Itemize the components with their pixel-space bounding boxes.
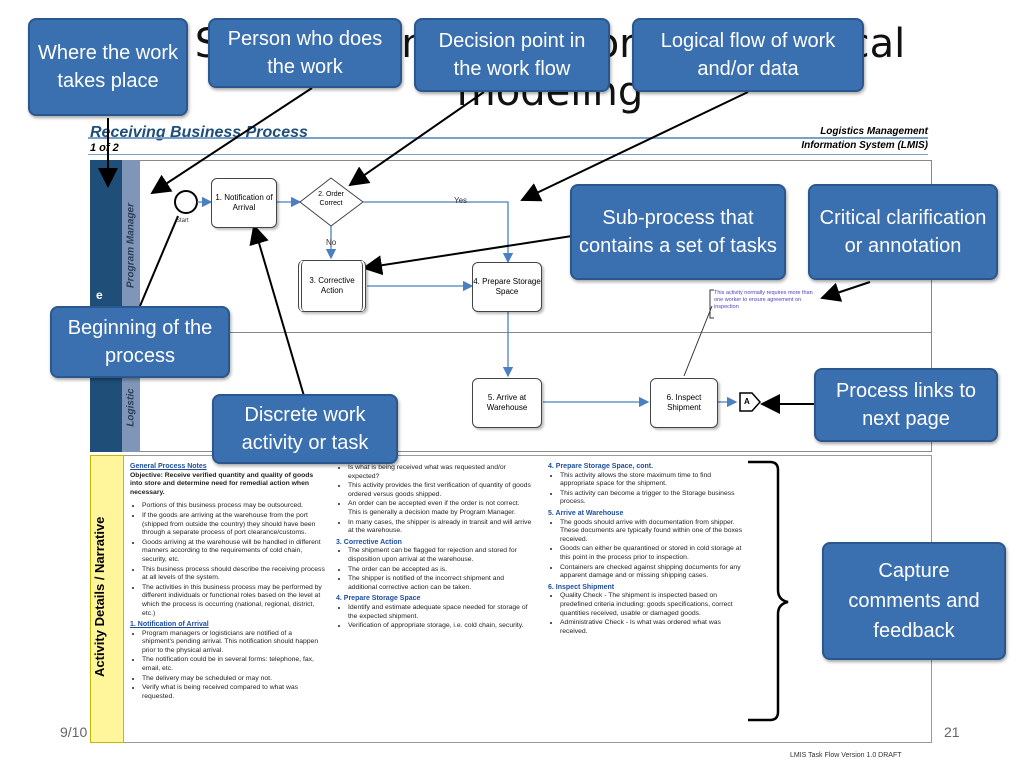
lane-divider [140, 332, 932, 333]
arrow-beginning [139, 215, 179, 307]
list-item: The activities in this business process … [142, 584, 326, 618]
list-item: Identify and estimate adequate space nee… [348, 604, 534, 621]
list-item: The order can be accepted as is. [348, 566, 534, 575]
arrow-subprocess [362, 235, 573, 276]
lane-pm-band: Program Manager [122, 160, 140, 332]
header-rule-bottom [88, 154, 928, 155]
list-item: Program managers or logisticians are not… [142, 630, 326, 656]
callout-where-work-takes-place: Where the work takes place [28, 18, 188, 116]
callout-process-links: Process links to next page [814, 368, 998, 442]
section-heading: 5. Arrive at Warehouse [548, 509, 624, 517]
general-notes-heading: General Process Notes [130, 463, 207, 470]
task-arrive-warehouse: 5. Arrive at Warehouse [472, 378, 542, 428]
capture-brace [748, 460, 789, 722]
start-event-circle [174, 190, 198, 214]
task-inspect-shipment: 6. Inspect Shipment [650, 378, 718, 428]
doc-org-line2: Information System (LMIS) [801, 140, 928, 151]
callout-person: Person who does the work [208, 18, 402, 88]
arrow-logical [520, 91, 749, 202]
doc-page-indicator: 1 of 2 [90, 142, 119, 154]
section-heading: 4. Prepare Storage Space, cont. [548, 463, 654, 470]
offpage-connector [739, 392, 762, 412]
doc-org-line1: Logistics Management [820, 126, 928, 137]
list-item: Is what is being received what was reque… [348, 464, 534, 481]
callout-logical-flow: Logical flow of work and/or data [632, 18, 864, 92]
task-notification: 1. Notification of Arrival [211, 178, 277, 228]
list-item: Verify what is being received compared t… [142, 684, 326, 701]
footer-page-number: 21 [944, 724, 960, 740]
callout-discrete-task: Discrete work activity or task [212, 394, 398, 464]
lane-group-label: e [96, 288, 103, 302]
arrow-discrete [249, 224, 305, 397]
list-item: Goods arriving at the warehouse will be … [142, 539, 326, 565]
task-corrective-action: 3. Corrective Action [298, 260, 366, 312]
flow-yes-label: Yes [454, 196, 468, 205]
arrow-critical [820, 281, 871, 302]
start-label: Start [176, 218, 189, 224]
flow-yes [363, 201, 514, 264]
list-item: Containers are checked against shipping … [560, 564, 744, 581]
objective-text: Objective: Receive verified quantity and… [130, 471, 314, 496]
callout-beginning: Beginning of the process [50, 306, 230, 378]
callout-decision-point: Decision point in the work flow [414, 18, 610, 92]
list-item: The notification could be in several for… [142, 656, 326, 673]
arrow-person [150, 87, 313, 195]
task-prepare-storage: 4. Prepare Storage Space [472, 262, 542, 312]
narrative-band: Activity Details / Narrative [90, 455, 124, 743]
section-heading: 1. Notification of Arrival [130, 621, 209, 629]
list-item: This business process should describe th… [142, 566, 326, 583]
annotation-connector [683, 305, 713, 377]
list-item: The goods should arrive with documentati… [560, 519, 744, 545]
annotation-text: This activity normally requires more tha… [714, 290, 813, 310]
section-heading: 6. Inspect Shipment [548, 583, 615, 591]
annotation-bracket [709, 289, 714, 319]
narrative-col-1: General Process Notes Objective: Receive… [130, 460, 326, 742]
section-heading: 3. Corrective Action [336, 538, 402, 546]
list-item: Administrative Check - Is what was order… [560, 619, 744, 636]
list-item: Portions of this business process may be… [142, 502, 326, 511]
narrative-col-3: 4. Prepare Storage Space, cont. This act… [548, 460, 744, 704]
callout-critical-annotation: Critical clarification or annotation [808, 184, 998, 280]
list-item: The shipment can be flagged for rejectio… [348, 547, 534, 564]
decision-label: 2. Order Correct [318, 191, 344, 207]
list-item: If the goods are arriving at the warehou… [142, 512, 326, 538]
header-rule-top [88, 137, 928, 139]
list-item: Goods can either be quarantined or store… [560, 545, 744, 562]
flow-no-label: No [326, 238, 337, 247]
doc-title: Receiving Business Process [90, 124, 308, 141]
footer-date: 9/10 [60, 724, 88, 740]
list-item: Verification of appropriate storage, i.e… [348, 622, 534, 631]
list-item: In many cases, the shipper is already in… [348, 519, 534, 536]
list-item: The shipper is notified of the incorrect… [348, 575, 534, 592]
connector-label: A [744, 397, 750, 406]
callout-subprocess: Sub-process that contains a set of tasks [570, 184, 786, 280]
list-item: Quality Check - The shipment is inspecte… [560, 592, 744, 618]
arrow-decision [348, 91, 485, 187]
callout-capture-comments: Capture comments and feedback [822, 542, 1006, 660]
list-item: An order can be accepted even if the ord… [348, 500, 534, 517]
list-item: This activity provides the first verific… [348, 482, 534, 499]
footer-version: LMIS Task Flow Version 1.0 DRAFT [790, 752, 902, 759]
list-item: This activity can become a trigger to th… [560, 490, 744, 507]
narrative-col-2: Is what is being received what was reque… [336, 464, 534, 704]
section-heading: 4. Prepare Storage Space [336, 595, 421, 603]
list-item: The delivery may be scheduled or may not… [142, 675, 326, 684]
list-item: This activity allows the store maximum t… [560, 472, 744, 489]
